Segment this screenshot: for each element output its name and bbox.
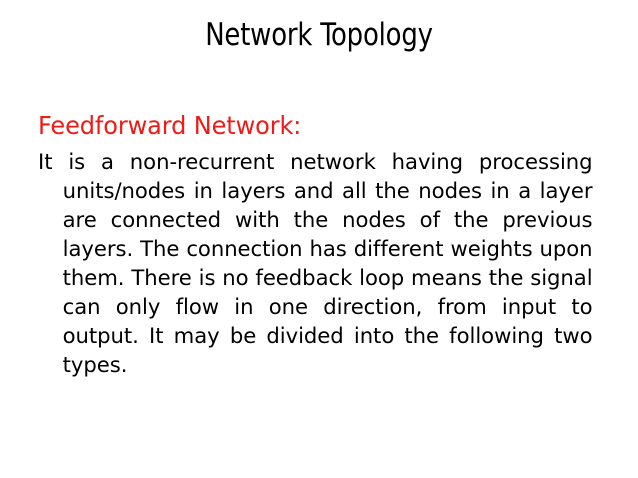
body-paragraph: It is a non-recurrent network having pro… bbox=[38, 150, 593, 378]
section-heading-feedforward-network: Feedforward Network: bbox=[38, 111, 302, 140]
slide-content-body: Feedforward Network: It is a non-recurre… bbox=[38, 110, 601, 409]
page-title: Network Topology bbox=[205, 17, 433, 53]
